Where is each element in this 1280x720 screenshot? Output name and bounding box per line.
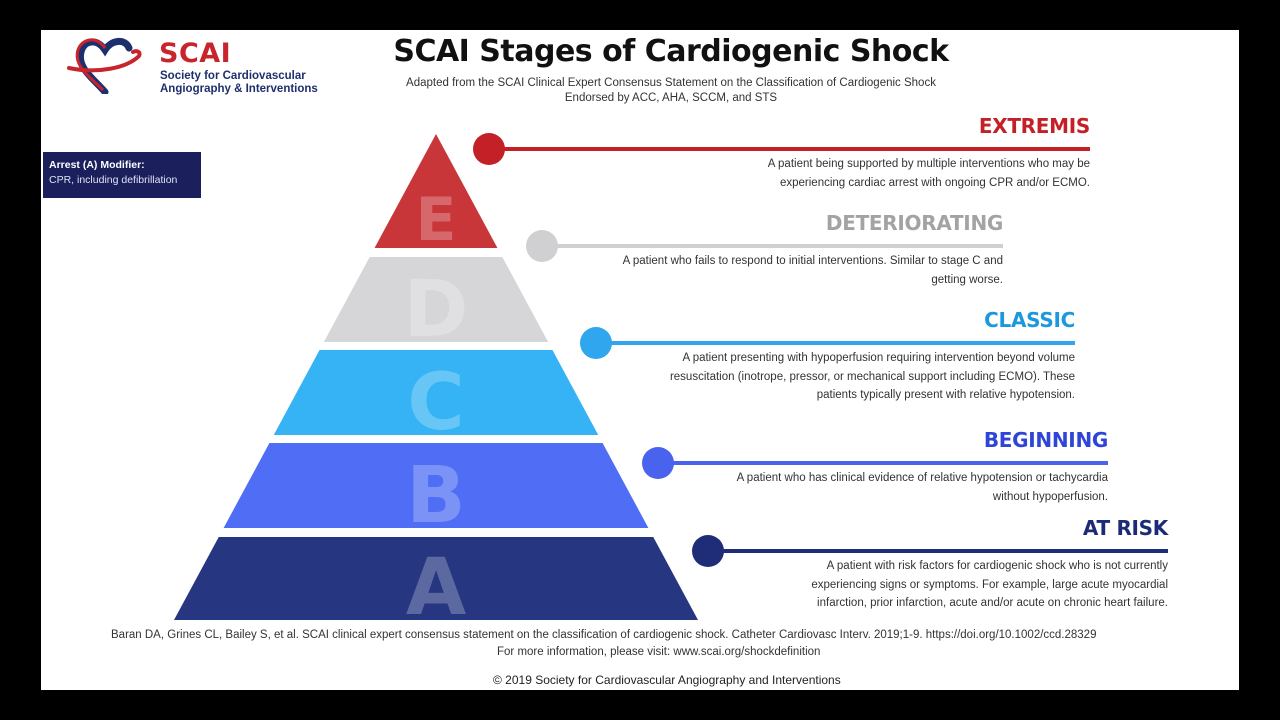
stage-description-line: infarction, prior infarction, acute and/… [817, 597, 1168, 609]
pyramid-letter-d: D [404, 265, 469, 355]
page-subtitle: Adapted from the SCAI Clinical Expert Co… [341, 76, 1001, 106]
subtitle-line-1: Adapted from the SCAI Clinical Expert Co… [406, 77, 936, 89]
scai-heart-logo-icon [67, 38, 142, 94]
connector-line [708, 549, 1168, 553]
infographic-panel: SCAI Society for Cardiovascular Angiogra… [41, 30, 1239, 690]
pyramid-level-a [174, 537, 698, 620]
stage-name: CLASSIC [984, 308, 1075, 332]
stage-name: BEGINNING [983, 428, 1108, 452]
stage-name: AT RISK [1082, 516, 1168, 540]
stage-description-line: A patient with risk factors for cardioge… [826, 560, 1168, 572]
pyramid-letter-e: E [416, 185, 457, 255]
pyramid-level-e [374, 134, 498, 248]
stage-description: A patient who has clinical evidence of r… [737, 469, 1108, 506]
logo-subtitle: Society for Cardiovascular Angiography &… [160, 70, 318, 96]
copyright-text: © 2019 Society for Cardiovascular Angiog… [493, 673, 841, 687]
citation-text: Baran DA, Grines CL, Bailey S, et al. SC… [111, 629, 1097, 641]
page-title: SCAI Stages of Cardiogenic Shock [393, 34, 949, 69]
pyramid-level-c [273, 350, 599, 435]
stage-description: A patient with risk factors for cardioge… [811, 557, 1168, 613]
logo-wordmark: SCAI [159, 38, 232, 69]
logo-subtitle-line-1: Society for Cardiovascular [160, 70, 306, 82]
pyramid-letter-b: B [406, 451, 465, 541]
stage-description-line: patients typically present with relative… [816, 389, 1075, 401]
arrest-modifier-title: Arrest (A) Modifier: [49, 159, 145, 171]
connector-line [489, 147, 1090, 151]
pyramid-letter-c: C [407, 358, 464, 448]
stage-description-line: A patient being supported by multiple in… [767, 158, 1090, 170]
pyramid-level-d [323, 257, 549, 342]
stage-description-line: A patient presenting with hypoperfusion … [682, 352, 1075, 364]
more-info-text: For more information, please visit: www.… [497, 646, 821, 658]
stage-description: A patient being supported by multiple in… [768, 155, 1090, 192]
logo-subtitle-line-2: Angiography & Interventions [160, 83, 318, 95]
stage-description-line: getting worse. [931, 273, 1003, 286]
stage-description-line: A patient who fails to respond to initia… [622, 255, 1003, 267]
connector-line [658, 461, 1108, 465]
arrest-modifier-text: CPR, including defibrillation [49, 174, 178, 186]
subtitle-line-2: Endorsed by ACC, AHA, SCCM, and STS [564, 92, 778, 104]
arrest-modifier-box: Arrest (A) Modifier: CPR, including defi… [43, 152, 201, 198]
stage-description: A patient who fails to respond to initia… [623, 252, 1003, 289]
stage-description-line: experiencing signs or symptoms. For exam… [811, 578, 1168, 591]
stage-description-line: experiencing cardiac arrest with ongoing… [779, 176, 1090, 189]
connector-line [596, 341, 1075, 345]
stage-description: A patient presenting with hypoperfusion … [670, 349, 1075, 405]
stage-name: DETERIORATING [825, 211, 1003, 235]
stage-name: EXTREMIS [978, 114, 1090, 138]
pyramid-level-b [223, 443, 649, 528]
stage-description-line: A patient who has clinical evidence of r… [736, 472, 1108, 484]
pyramid-letter-a: A [406, 543, 466, 633]
stage-description-line: without hypoperfusion. [992, 490, 1108, 503]
stage-description-line: resuscitation (inotrope, pressor, or mec… [669, 370, 1075, 383]
connector-line [542, 244, 1003, 248]
